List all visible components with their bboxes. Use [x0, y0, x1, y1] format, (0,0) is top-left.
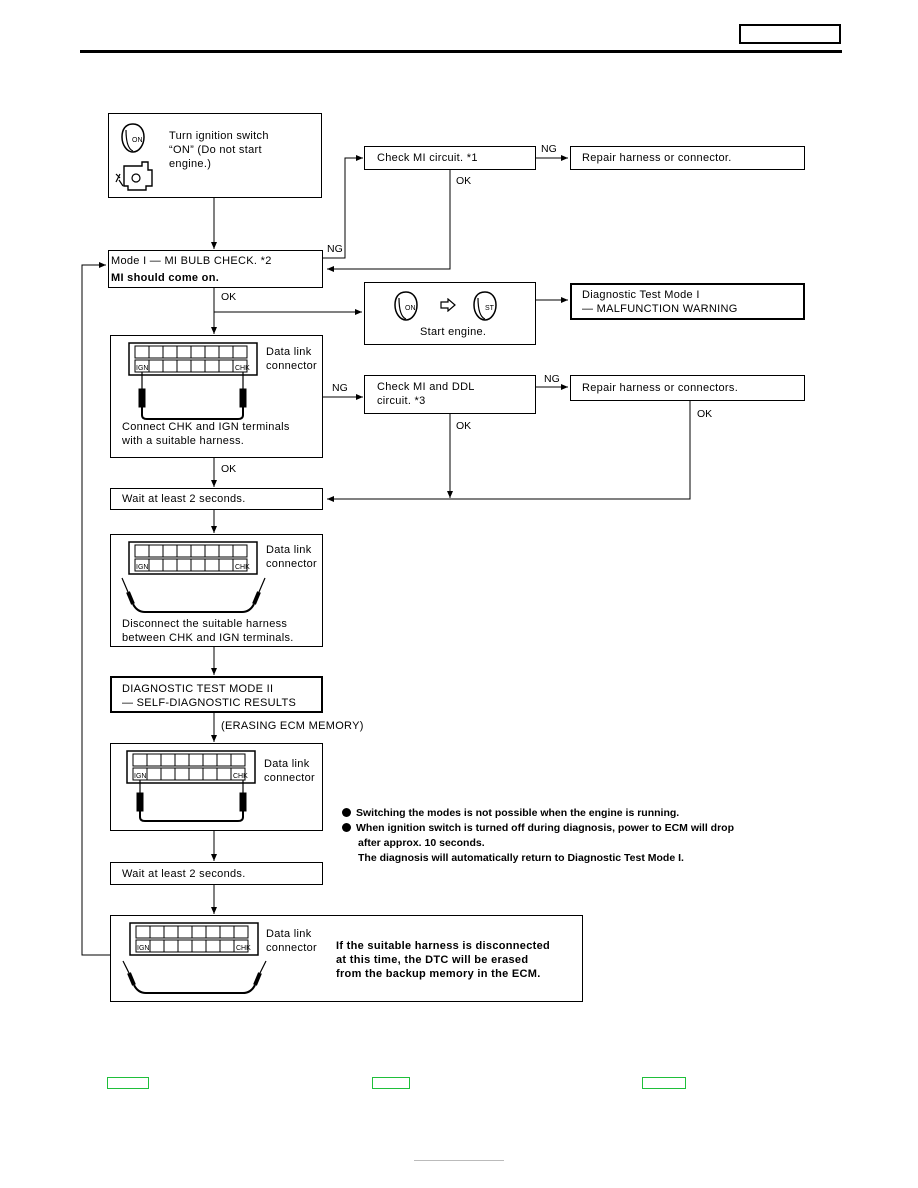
nav-link-1[interactable]: [107, 1077, 149, 1089]
ignition-key-on-icon-2: ON: [394, 291, 418, 321]
ign-terminal-label-4: IGN: [137, 945, 149, 952]
note-2-cont-2: The diagnosis will automatically return …: [358, 852, 684, 864]
dtm1-text: Diagnostic Test Mode I — MALFUNCTION WAR…: [582, 289, 738, 315]
wait-text-2: Wait at least 2 seconds.: [122, 868, 246, 880]
page-code-box: [739, 24, 841, 44]
on-icon-label: ON: [132, 137, 143, 144]
ng-label-check-ddl: NG: [544, 373, 560, 385]
wait-box-2: [110, 862, 323, 885]
chk-terminal-label-3: CHK: [233, 773, 248, 780]
chk-terminal-label-2: CHK: [235, 564, 250, 571]
bullet-icon: [342, 808, 351, 817]
mode1-subtext: MI should come on.: [111, 272, 220, 284]
ok-label-repair2: OK: [697, 408, 713, 420]
mode1-box: [108, 250, 323, 288]
wait-text-1: Wait at least 2 seconds.: [122, 493, 246, 505]
ign-terminal-label-2: IGN: [136, 564, 148, 571]
ng-label-mode1: NG: [327, 243, 343, 255]
start-text: Turn ignition switch “ON” (Do not start …: [169, 130, 269, 170]
connector-caption-4: Data link connector: [266, 928, 318, 954]
check-mi-box: [364, 146, 536, 170]
connector-caption-3: Data link connector: [264, 758, 316, 784]
start-box: [108, 113, 322, 198]
start-engine-text: Start engine.: [420, 326, 487, 338]
ok-label-check-ddl: OK: [456, 420, 472, 432]
nav-link-2[interactable]: [372, 1077, 410, 1089]
ign-terminal-label-3: IGN: [134, 773, 146, 780]
note-1-text: Switching the modes is not possible when…: [356, 807, 680, 819]
connector-caption-1: Data link connector: [266, 346, 318, 372]
ignition-key-start-icon: ST: [473, 291, 497, 321]
erasing-text: (ERASING ECM MEMORY): [221, 720, 364, 732]
note-2-cont: after approx. 10 seconds.: [358, 837, 485, 849]
ok-label-connect: OK: [221, 463, 237, 475]
ng-label-check-mi: NG: [541, 143, 557, 155]
check-mi-ddl-text: Check MI and DDL circuit. *3: [377, 381, 475, 407]
right-arrow-icon: [440, 298, 456, 312]
note-2: When ignition switch is turned off durin…: [342, 821, 734, 836]
ign-terminal-label-1: IGN: [136, 365, 148, 372]
dtm2-text: DIAGNOSTIC TEST MODE II — SELF-DIAGNOSTI…: [122, 683, 297, 709]
data-link-connector-1: IGN CHK: [128, 342, 258, 420]
wait-box-1: [110, 488, 323, 510]
start-engine-box: [364, 282, 536, 345]
data-link-connector-4: IGN CHK: [122, 922, 267, 994]
repair-box-2: [570, 375, 805, 401]
dtm2-box: [110, 676, 323, 713]
footer-rule: [414, 1160, 504, 1161]
disconnect-text: Disconnect the suitable harness between …: [122, 618, 294, 644]
nav-link-3[interactable]: [642, 1077, 686, 1089]
connect-text: Connect CHK and IGN terminals with a sui…: [122, 421, 290, 447]
ng-label-connect: NG: [332, 382, 348, 394]
check-mi-text: Check MI circuit. *1: [377, 152, 478, 164]
repair-box-1: [570, 146, 805, 170]
note-1: Switching the modes is not possible when…: [342, 806, 679, 821]
ignition-key-on-icon: ON: [121, 123, 145, 153]
engine-icon: [115, 161, 153, 191]
header-rule: [80, 50, 842, 53]
data-link-connector-3: IGN CHK: [126, 750, 256, 822]
note-2-text: When ignition switch is turned off durin…: [356, 822, 734, 834]
final-note-text: If the suitable harness is disconnected …: [336, 940, 551, 980]
repair-text-2: Repair harness or connectors.: [582, 382, 739, 394]
dtm1-box: [570, 283, 805, 320]
chk-terminal-label-1: CHK: [235, 365, 250, 372]
on-icon-label-2: ON: [405, 305, 416, 312]
check-mi-ddl-box: [364, 375, 536, 414]
ok-label-check-mi: OK: [456, 175, 472, 187]
data-link-connector-2: IGN CHK: [121, 541, 266, 613]
ok-label-mode1: OK: [221, 291, 237, 303]
mode1-text: Mode I — MI BULB CHECK. *2: [111, 255, 272, 267]
chk-terminal-label-4: CHK: [236, 945, 251, 952]
repair-text-1: Repair harness or connector.: [582, 152, 732, 164]
bullet-icon: [342, 823, 351, 832]
connector-caption-2: Data link connector: [266, 544, 318, 570]
st-icon-label: ST: [485, 305, 495, 312]
